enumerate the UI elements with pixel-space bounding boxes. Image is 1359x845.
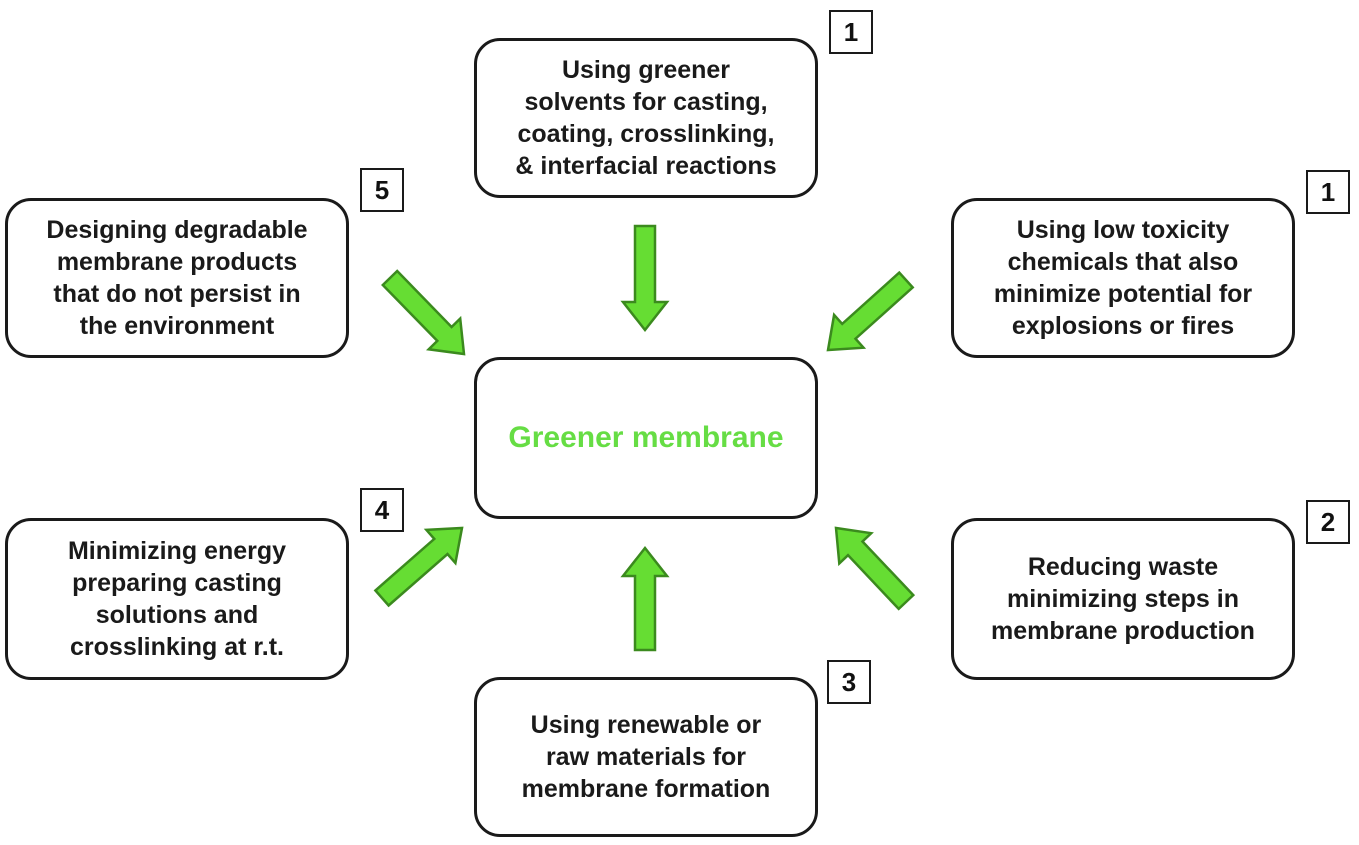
- center-box: Greener membrane: [474, 357, 818, 519]
- box-text: Using renewable or raw materials for mem…: [521, 711, 771, 803]
- box-greener-solvents: Using greener solvents for casting, coat…: [474, 38, 818, 198]
- center-label: Greener membrane: [508, 421, 784, 454]
- box-reducing-waste: Reducing waste minimizing steps in membr…: [951, 518, 1295, 680]
- box-degradable-products: Designing degradable membrane products t…: [5, 198, 349, 358]
- box-minimizing-energy: Minimizing energy preparing casting solu…: [5, 518, 349, 680]
- box-low-toxicity: Using low toxicity chemicals that also m…: [951, 198, 1295, 358]
- priority-badge: 4: [360, 488, 404, 532]
- arrow-from-bottom-right: [834, 526, 916, 611]
- box-text: Designing degradable membrane products t…: [46, 216, 308, 340]
- arrow-from-top-left: [381, 269, 466, 356]
- priority-badge: 2: [1306, 500, 1350, 544]
- arrow-from-top: [620, 224, 670, 333]
- priority-badge: 1: [1306, 170, 1350, 214]
- arrow-from-bottom-left: [373, 526, 464, 608]
- box-text: Using low toxicity chemicals that also m…: [993, 216, 1253, 340]
- box-text: Using greener solvents for casting, coat…: [515, 56, 777, 180]
- arrow-from-bottom: [620, 545, 670, 652]
- priority-badge: 1: [829, 10, 873, 54]
- arrow-from-top-right: [826, 270, 915, 352]
- box-text: Minimizing energy preparing casting solu…: [67, 537, 287, 661]
- priority-badge: 3: [827, 660, 871, 704]
- box-renewable-materials: Using renewable or raw materials for mem…: [474, 677, 818, 837]
- box-text: Reducing waste minimizing steps in membr…: [991, 553, 1255, 645]
- priority-badge: 5: [360, 168, 404, 212]
